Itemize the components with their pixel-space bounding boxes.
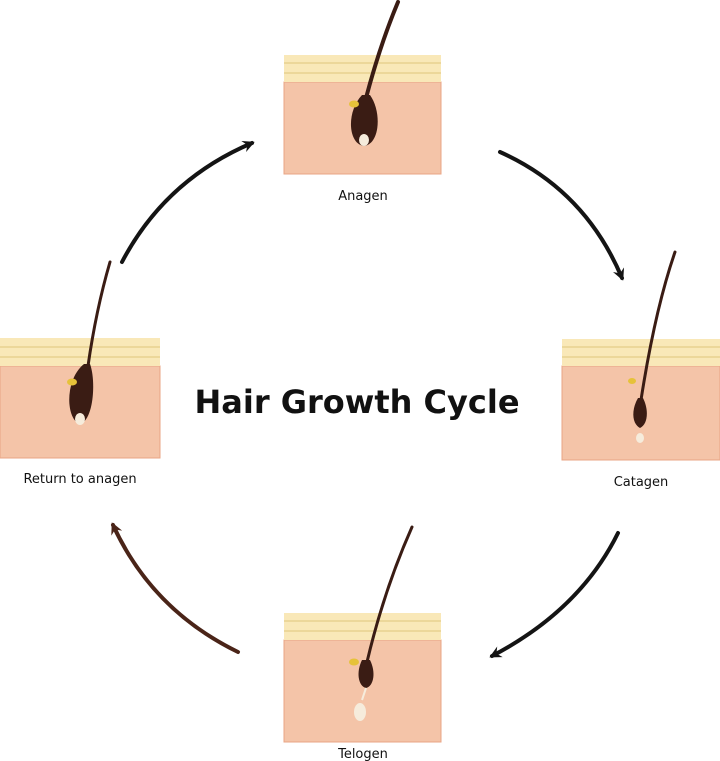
sebaceous-gland	[349, 658, 359, 666]
arrow-catagen-to-telogen	[489, 531, 620, 658]
hair-shaft	[364, 0, 400, 100]
dermal-papilla	[354, 703, 366, 721]
stage-label-telogen: Telogen	[337, 747, 388, 761]
diagram-title: Hair Growth Cycle	[194, 383, 519, 421]
sebaceous-gland	[349, 100, 359, 108]
skin-block	[283, 639, 442, 743]
hair-shaft	[86, 260, 112, 368]
stage-label-catagen: Catagen	[614, 475, 669, 490]
dermal-papilla	[75, 413, 85, 425]
hair-shaft	[639, 250, 677, 402]
hair-bulb	[69, 364, 94, 424]
sebaceous-gland	[67, 378, 77, 386]
hair-club	[358, 660, 374, 688]
anagen-stage	[283, 0, 442, 175]
hair-shaft	[365, 525, 414, 664]
telogen-stage	[283, 525, 442, 743]
arrow-return-to-anagen	[120, 141, 255, 264]
arrow-telogen-to-return	[111, 522, 240, 654]
epidermis-layer	[562, 339, 720, 366]
hair-bulb	[633, 398, 647, 428]
dermal-papilla	[359, 134, 369, 146]
stage-label-anagen: Anagen	[338, 189, 388, 204]
catagen-stage	[561, 250, 720, 461]
dermal-papilla	[636, 433, 644, 443]
hair-bulb	[350, 95, 378, 146]
arrow-anagen-to-catagen	[498, 150, 625, 281]
return-to-anagen-stage	[0, 260, 161, 459]
epidermis-layer	[0, 338, 160, 366]
stage-label-return-to-anagen: Return to anagen	[23, 472, 136, 487]
epidermis-layer	[284, 613, 441, 640]
sebaceous-gland	[628, 378, 636, 384]
epidermis-layer	[284, 55, 441, 82]
